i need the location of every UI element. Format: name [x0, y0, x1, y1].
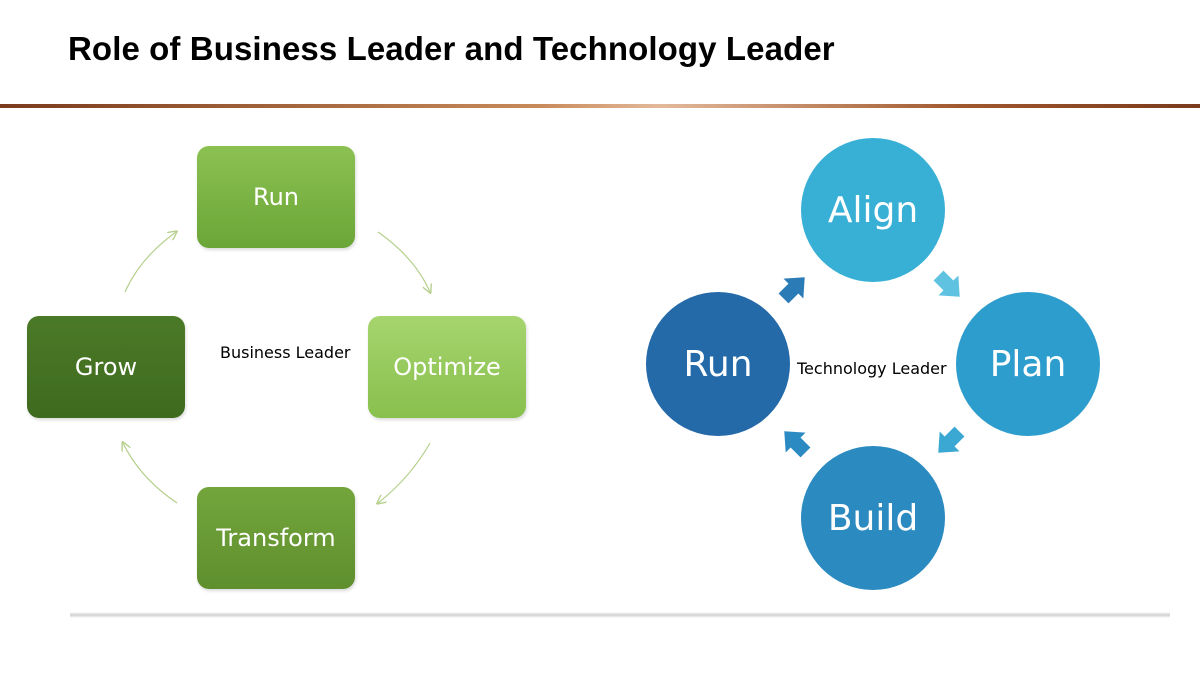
step-grow-label: Grow — [74, 353, 138, 381]
technology-leader-label: Technology Leader — [797, 359, 947, 378]
business-leader-label: Business Leader — [220, 343, 351, 362]
step-optimize-box: Optimize — [368, 316, 526, 418]
arrow-transform-to-grow — [123, 443, 178, 504]
arrow-align-to-plan — [933, 270, 960, 297]
title-divider — [0, 104, 1200, 108]
arrow-plan-to-build — [938, 426, 965, 453]
arrow-optimize-to-transform — [378, 442, 431, 503]
step-optimize-label: Optimize — [393, 353, 501, 381]
arrow-run-to-optimize — [377, 231, 430, 292]
arrow-build-to-run — [784, 431, 811, 458]
step-grow-box: Grow — [27, 316, 185, 418]
step-plan-label: Plan — [989, 343, 1067, 385]
arrow-run-to-align — [778, 277, 805, 304]
bottom-divider — [70, 612, 1170, 618]
step-build-label: Build — [827, 497, 919, 539]
step-plan-circle: Plan — [956, 292, 1100, 436]
step-align-label: Align — [827, 189, 919, 231]
step-run-label: Run — [252, 183, 300, 211]
step-align-circle: Align — [801, 138, 945, 282]
step-tech-run-label: Run — [683, 343, 753, 385]
step-run-box: Run — [197, 146, 355, 248]
step-transform-box: Transform — [197, 487, 355, 589]
step-build-circle: Build — [801, 446, 945, 590]
arrow-grow-to-run — [124, 232, 176, 293]
step-transform-label: Transform — [216, 524, 336, 552]
step-tech-run-circle: Run — [646, 292, 790, 436]
slide-title: Role of Business Leader and Technology L… — [68, 30, 835, 67]
